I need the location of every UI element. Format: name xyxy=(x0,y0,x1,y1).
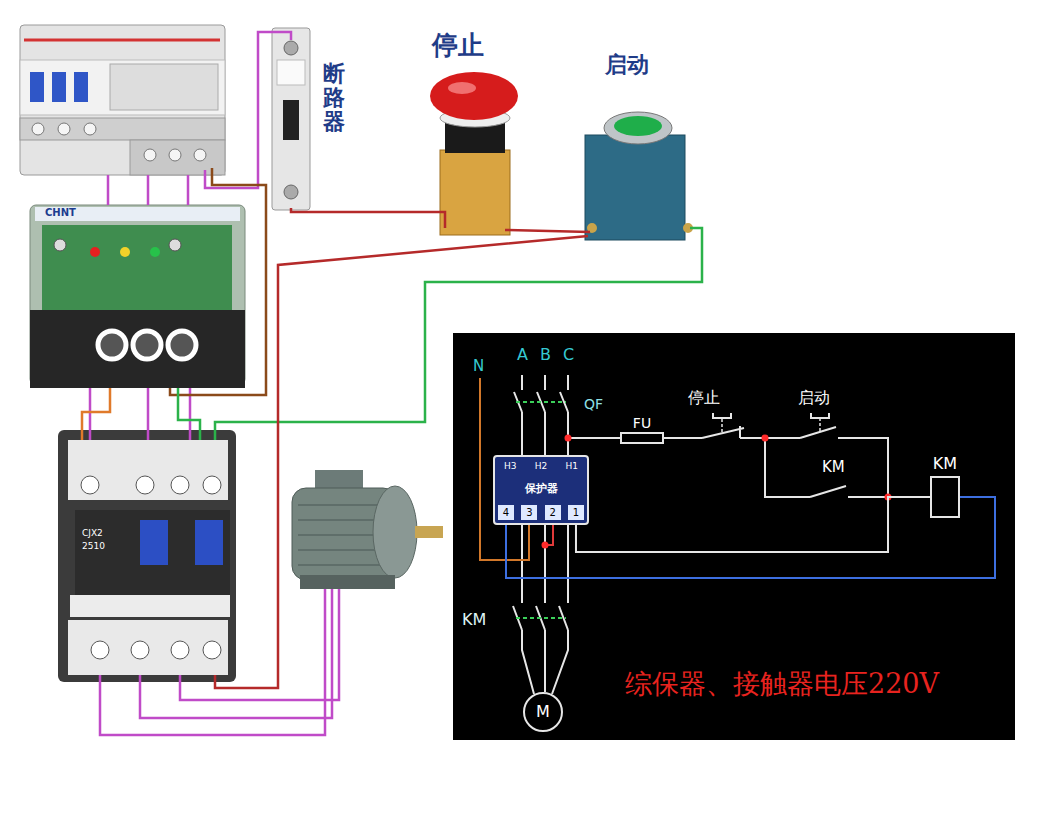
start-button-ring xyxy=(604,112,672,144)
power-lines xyxy=(513,375,568,694)
fuse-symbol-group: FU xyxy=(620,414,664,444)
model-number: CJX2 xyxy=(82,528,103,539)
node-label: FU xyxy=(633,414,651,432)
protector-yellow-led xyxy=(120,247,130,257)
purple-wires xyxy=(90,32,291,440)
protector-green-led xyxy=(150,247,160,257)
contactor-bottom-screws xyxy=(91,641,221,659)
contactor-front xyxy=(75,510,230,595)
start-button-lens xyxy=(614,116,662,136)
motor-leads xyxy=(100,589,339,735)
coil-symbol xyxy=(930,476,960,518)
protector-brand-strip xyxy=(35,207,240,221)
stop-button-contacts xyxy=(440,150,510,235)
coil-terminal-tag: H2 xyxy=(535,460,548,472)
wire-connector xyxy=(576,497,930,552)
contact-label: KM xyxy=(462,610,486,629)
motor-flange xyxy=(373,486,417,578)
orange-wire xyxy=(82,388,110,440)
neutral-label: N xyxy=(473,357,484,375)
protector-red-led xyxy=(90,247,100,257)
contactor-body xyxy=(58,430,236,682)
fuse-symbol xyxy=(620,432,664,444)
phase-label: C xyxy=(563,345,574,364)
contactor-white-bar xyxy=(70,595,230,617)
device-name: 保护器 xyxy=(525,481,558,497)
terminal-number: 4 xyxy=(498,505,514,520)
control-lines xyxy=(568,413,888,497)
protector-row: 4321 xyxy=(498,505,584,520)
contactor-bottom-terminals xyxy=(68,620,228,675)
rcd-breaker-toggles xyxy=(30,72,88,102)
pushbutton-links xyxy=(722,419,820,432)
rcd-terminal-block xyxy=(20,118,225,140)
switch-label: 启动 xyxy=(798,388,830,407)
small-breaker-plate xyxy=(277,60,305,85)
stop-button-dome xyxy=(430,72,518,120)
contactor-top-terminals xyxy=(68,440,228,500)
button-label: 停止 xyxy=(432,30,484,61)
terminal-number: 2 xyxy=(545,505,561,520)
contactor-windows xyxy=(140,520,223,565)
node-label: KM xyxy=(933,454,957,474)
device-label: 断路器 xyxy=(323,62,345,135)
protector-row: 保护器 xyxy=(498,481,584,497)
button-label: 启动 xyxy=(605,52,649,78)
contact-label: KM xyxy=(822,458,845,476)
terminal-number: 3 xyxy=(521,505,537,520)
protector-row: H3 H2 H1 xyxy=(498,460,584,472)
start-button-screws xyxy=(587,223,693,233)
small-breaker-body xyxy=(272,28,310,210)
protector-box: H3 H2 H1 保护器 4321 xyxy=(493,455,589,525)
rcd-breaker-face xyxy=(20,60,225,115)
stop-button-highlight xyxy=(448,82,476,94)
contactor-top-screws xyxy=(81,476,221,494)
coil-symbol-group: KM xyxy=(930,454,960,518)
brown-wire xyxy=(170,168,266,395)
wire-connector xyxy=(506,497,995,578)
brand-mark: CHNT xyxy=(45,207,76,219)
protector-circuit-board xyxy=(42,225,232,310)
coil-terminal-tag: H3 xyxy=(504,460,517,472)
protector-knobs xyxy=(54,239,181,251)
phase-label: B xyxy=(540,345,551,364)
rcd-breaker-body xyxy=(20,25,225,175)
green-wires xyxy=(178,228,702,440)
rcd-test-module xyxy=(110,64,218,110)
phase-label: A xyxy=(517,345,528,364)
start-button-body xyxy=(585,135,685,240)
schematic-panel xyxy=(453,333,1015,740)
node-label: M xyxy=(536,703,550,721)
coil-terminal-tag: H1 xyxy=(566,460,579,472)
protector-base xyxy=(30,310,245,388)
rcd-screws xyxy=(32,123,206,161)
motor-feet xyxy=(300,575,395,589)
small-breaker-screws xyxy=(284,41,298,199)
protector-ct-rings xyxy=(98,331,196,359)
rcd-red-stripe xyxy=(24,39,220,42)
red-wires xyxy=(215,208,590,688)
note-text: 综保器、接触器电压220V xyxy=(625,668,939,700)
small-breaker-toggle xyxy=(283,100,299,140)
motor-shaft xyxy=(415,526,443,538)
terminal-number: 1 xyxy=(568,505,584,520)
breaker-label: QF xyxy=(584,396,603,413)
switch-label: 停止 xyxy=(688,388,720,407)
rating-number: 2510 xyxy=(82,541,105,552)
junction-dots xyxy=(542,435,892,549)
motor-symbol: M xyxy=(523,692,563,732)
